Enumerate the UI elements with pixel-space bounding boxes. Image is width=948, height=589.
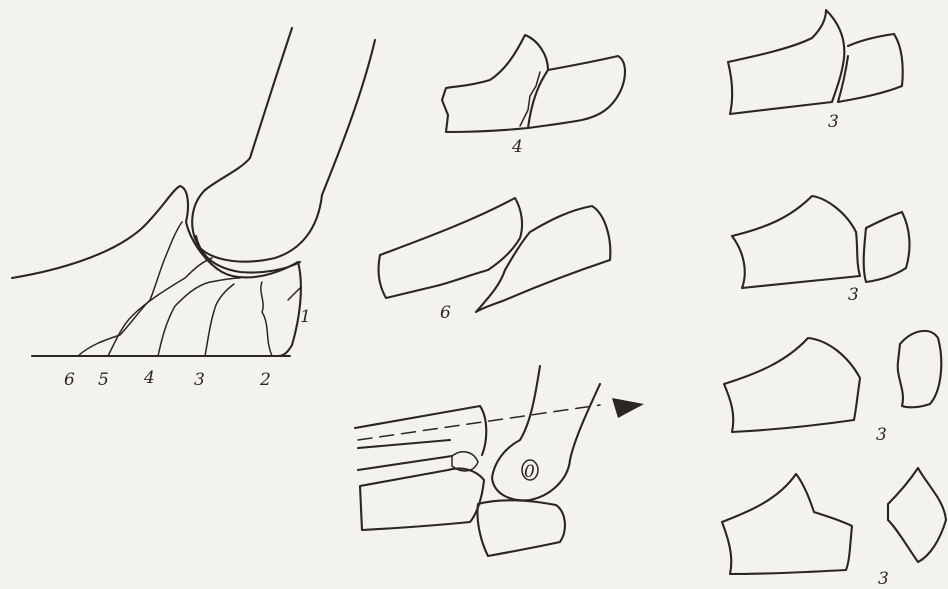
label-1: 1 <box>300 307 311 327</box>
label-5: 5 <box>98 370 109 390</box>
label-0: 0 <box>524 462 535 482</box>
label-4: 4 <box>143 368 155 388</box>
label-6-mid: 6 <box>440 303 451 323</box>
label-6: 6 <box>64 370 75 390</box>
label-3-a: 3 <box>828 112 839 132</box>
label-4-mid: 4 <box>511 137 523 157</box>
label-2: 2 <box>259 370 271 390</box>
label-3: 3 <box>194 370 205 390</box>
label-3-b: 3 <box>848 285 859 305</box>
label-3-d: 3 <box>878 569 889 589</box>
label-3-c: 3 <box>876 425 887 445</box>
